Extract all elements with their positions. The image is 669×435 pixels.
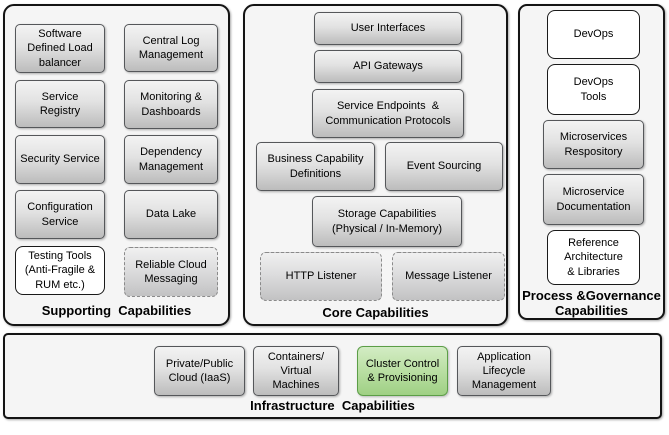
box-microservice-documentation: Microservice Documentation [543,174,644,225]
box-api-gateways: API Gateways [314,50,462,83]
box-central-log-management: Central Log Management [124,24,218,72]
box-software-defined-load-balancer: Software Defined Load balancer [15,24,105,73]
box-private-public-cloud-iaas: Private/Public Cloud (IaaS) [154,346,245,396]
label-process-governance-capabilities: Process &Governance Capabilities [522,288,661,318]
box-event-sourcing: Event Sourcing [385,142,503,191]
panel-infrastructure-capabilities: Private/Public Cloud (IaaS) Containers/ … [3,333,662,419]
box-reliable-cloud-messaging: Reliable Cloud Messaging [124,247,218,297]
label-infrastructure-capabilities: Infrastructure Capabilities [250,398,415,413]
box-security-service: Security Service [15,135,105,184]
label-supporting-capabilities: Supporting Capabilities [41,303,192,318]
panel-core-capabilities: User Interfaces API Gateways Service End… [243,4,508,326]
box-testing-tools: Testing Tools (Anti-Fragile & RUM etc.) [15,246,105,295]
box-data-lake: Data Lake [124,190,218,239]
box-storage-capabilities: Storage Capabilities (Physical / In-Memo… [312,196,462,247]
panel-supporting-capabilities: Software Defined Load balancer Service R… [3,4,230,326]
label-core-capabilities: Core Capabilities [322,305,429,320]
box-devops-tools: DevOps Tools [547,64,640,115]
box-business-capability-definitions: Business Capability Definitions [256,142,375,191]
box-application-lifecycle-management: Application Lifecycle Management [457,346,551,396]
box-configuration-service: Configuration Service [15,190,105,239]
box-containers-virtual-machines: Containers/ Virtual Machines [253,346,339,396]
box-user-interfaces: User Interfaces [314,12,462,45]
box-devops: DevOps [547,10,640,59]
box-reference-architecture-libraries: Reference Architecture & Libraries [547,230,640,285]
panel-process-governance-capabilities: DevOps DevOps Tools Microservices Respos… [518,4,665,320]
box-microservices-repository: Microservices Respository [543,120,644,169]
box-monitoring-dashboards: Monitoring & Dashboards [124,80,218,129]
box-cluster-control-provisioning: Cluster Control & Provisioning [357,346,448,396]
box-service-endpoints-communication-protocols: Service Endpoints & Communication Protoc… [312,89,464,138]
box-http-listener: HTTP Listener [260,252,382,301]
box-service-registry: Service Registry [15,80,105,128]
box-dependency-management: Dependency Management [124,135,218,184]
box-message-listener: Message Listener [392,252,505,301]
